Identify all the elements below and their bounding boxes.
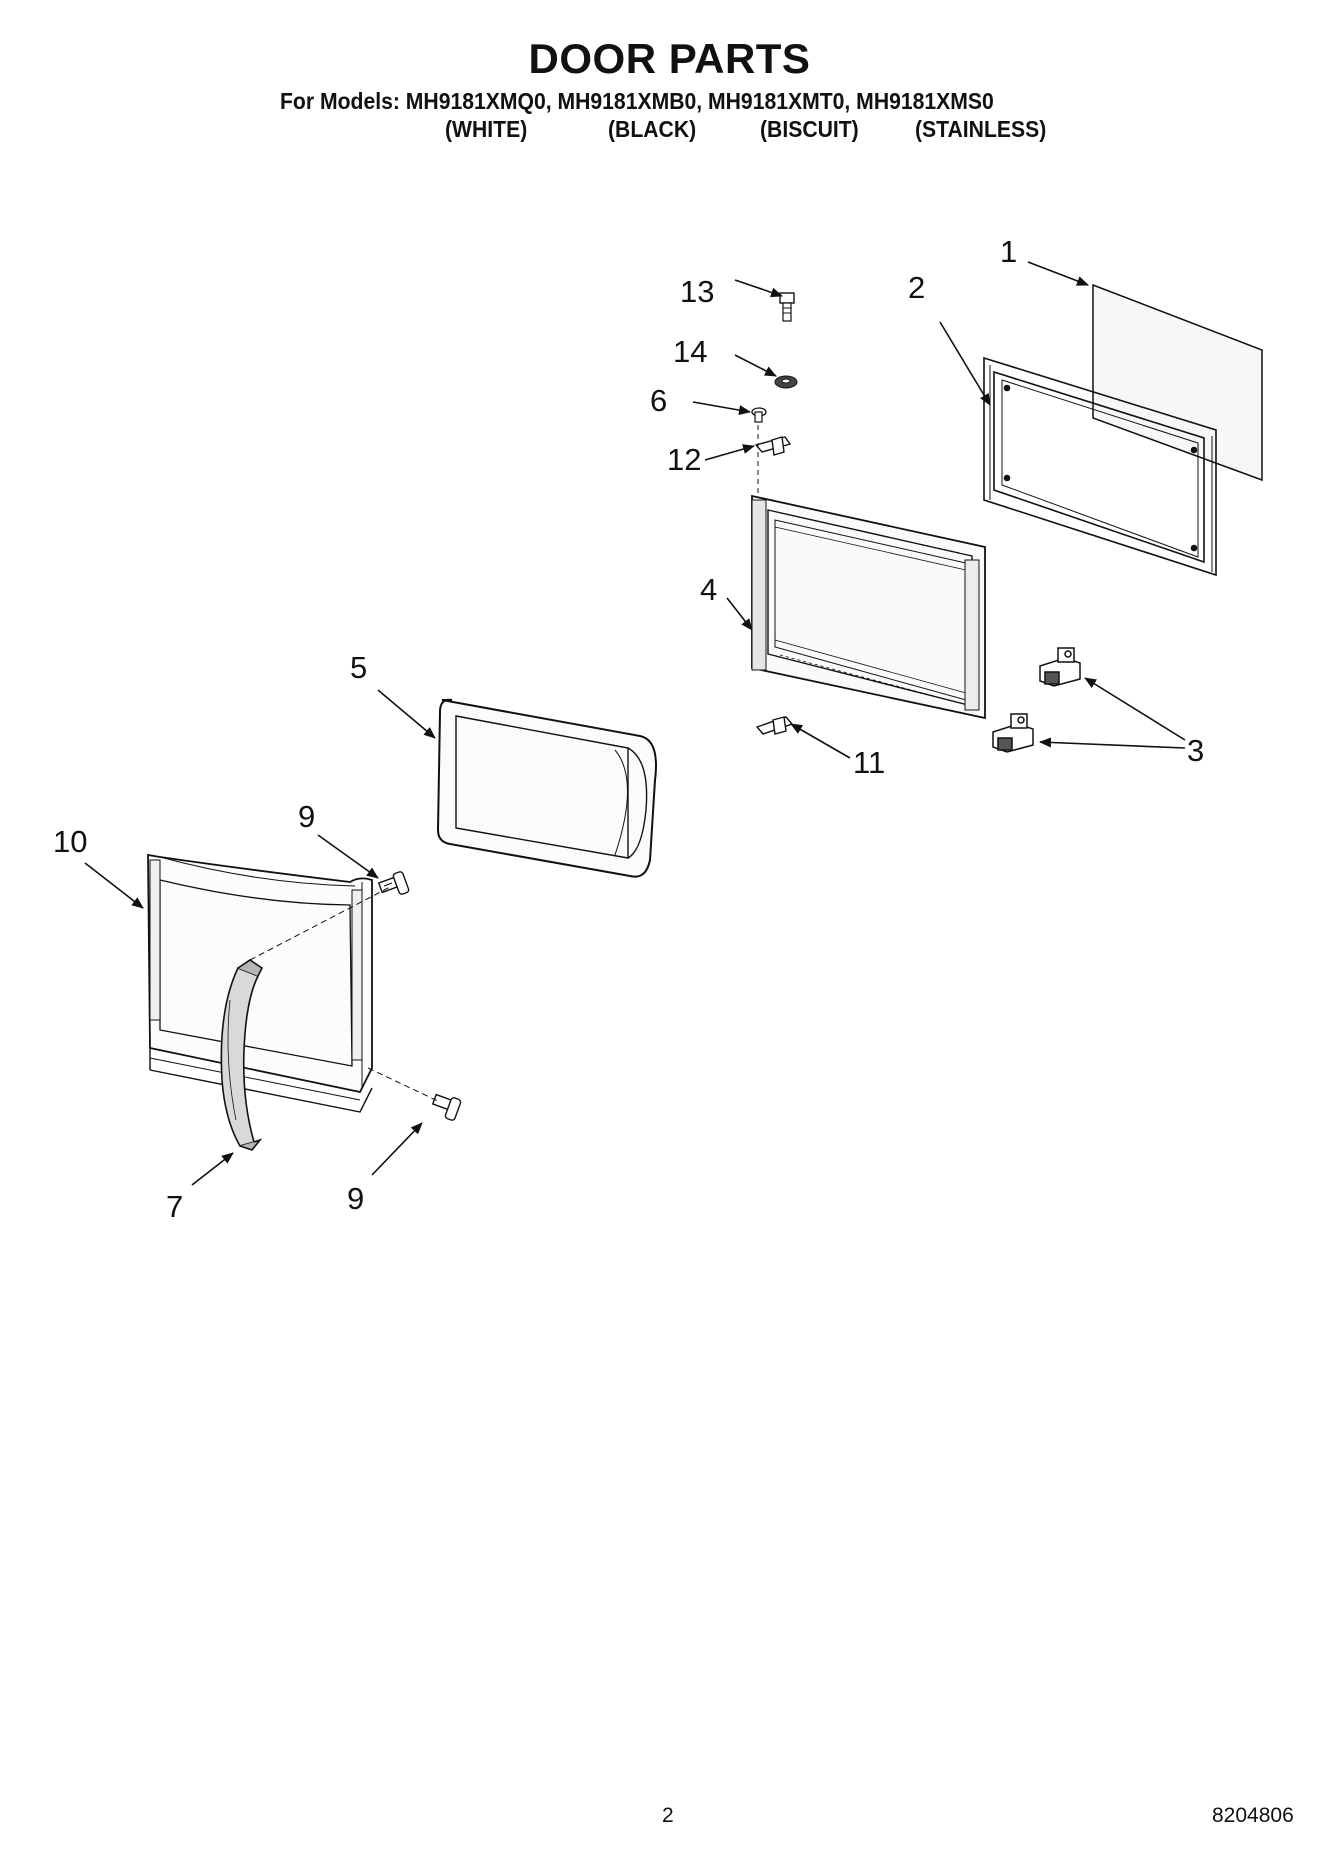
- callout-13: 13: [680, 274, 714, 309]
- part-9-screw-upper: [377, 871, 410, 895]
- part-1-panel: [1092, 283, 1263, 482]
- callout-7: 7: [166, 1189, 183, 1224]
- callout-10: 10: [53, 824, 87, 859]
- callout-9-upper: 9: [298, 799, 315, 834]
- callout-9-lower: 9: [347, 1181, 364, 1216]
- document-number: 8204806: [1212, 1804, 1294, 1827]
- part-11-clip: [755, 716, 794, 735]
- callout-arrows: [84, 261, 1186, 1186]
- part-5-door-trim: [436, 698, 657, 878]
- color-biscuit: (BISCUIT): [760, 116, 859, 142]
- color-stainless: (STAINLESS): [915, 116, 1047, 142]
- part-6-rivet: [751, 407, 767, 423]
- part-10-outer-door: [147, 853, 373, 1113]
- callout-12: 12: [667, 442, 701, 477]
- part-3-latch-lower: [992, 713, 1034, 753]
- callout-11: 11: [853, 745, 885, 780]
- part-2-frame: [983, 356, 1217, 577]
- models-line: For Models: MH9181XMQ0, MH9181XMB0, MH91…: [280, 88, 994, 114]
- part-14-washer: [774, 375, 798, 389]
- callout-2: 2: [908, 270, 925, 305]
- callout-14: 14: [673, 334, 707, 369]
- callout-3: 3: [1187, 733, 1204, 768]
- color-white: (WHITE): [445, 116, 528, 142]
- part-3-latch-upper: [1039, 647, 1081, 687]
- part-4-inner-door: [751, 494, 986, 720]
- part-7-handle: [220, 959, 264, 1151]
- part-9-screw-lower: [431, 1093, 462, 1121]
- callout-1: 1: [1000, 234, 1017, 269]
- part-13-screw: [779, 292, 795, 322]
- page-title: DOOR PARTS: [528, 35, 811, 82]
- callout-4: 4: [700, 572, 717, 607]
- callout-6: 6: [650, 383, 667, 418]
- part-12-clip: [754, 436, 792, 456]
- callout-5: 5: [350, 650, 367, 685]
- color-black: (BLACK): [608, 116, 697, 142]
- page-number: 2: [662, 1804, 674, 1827]
